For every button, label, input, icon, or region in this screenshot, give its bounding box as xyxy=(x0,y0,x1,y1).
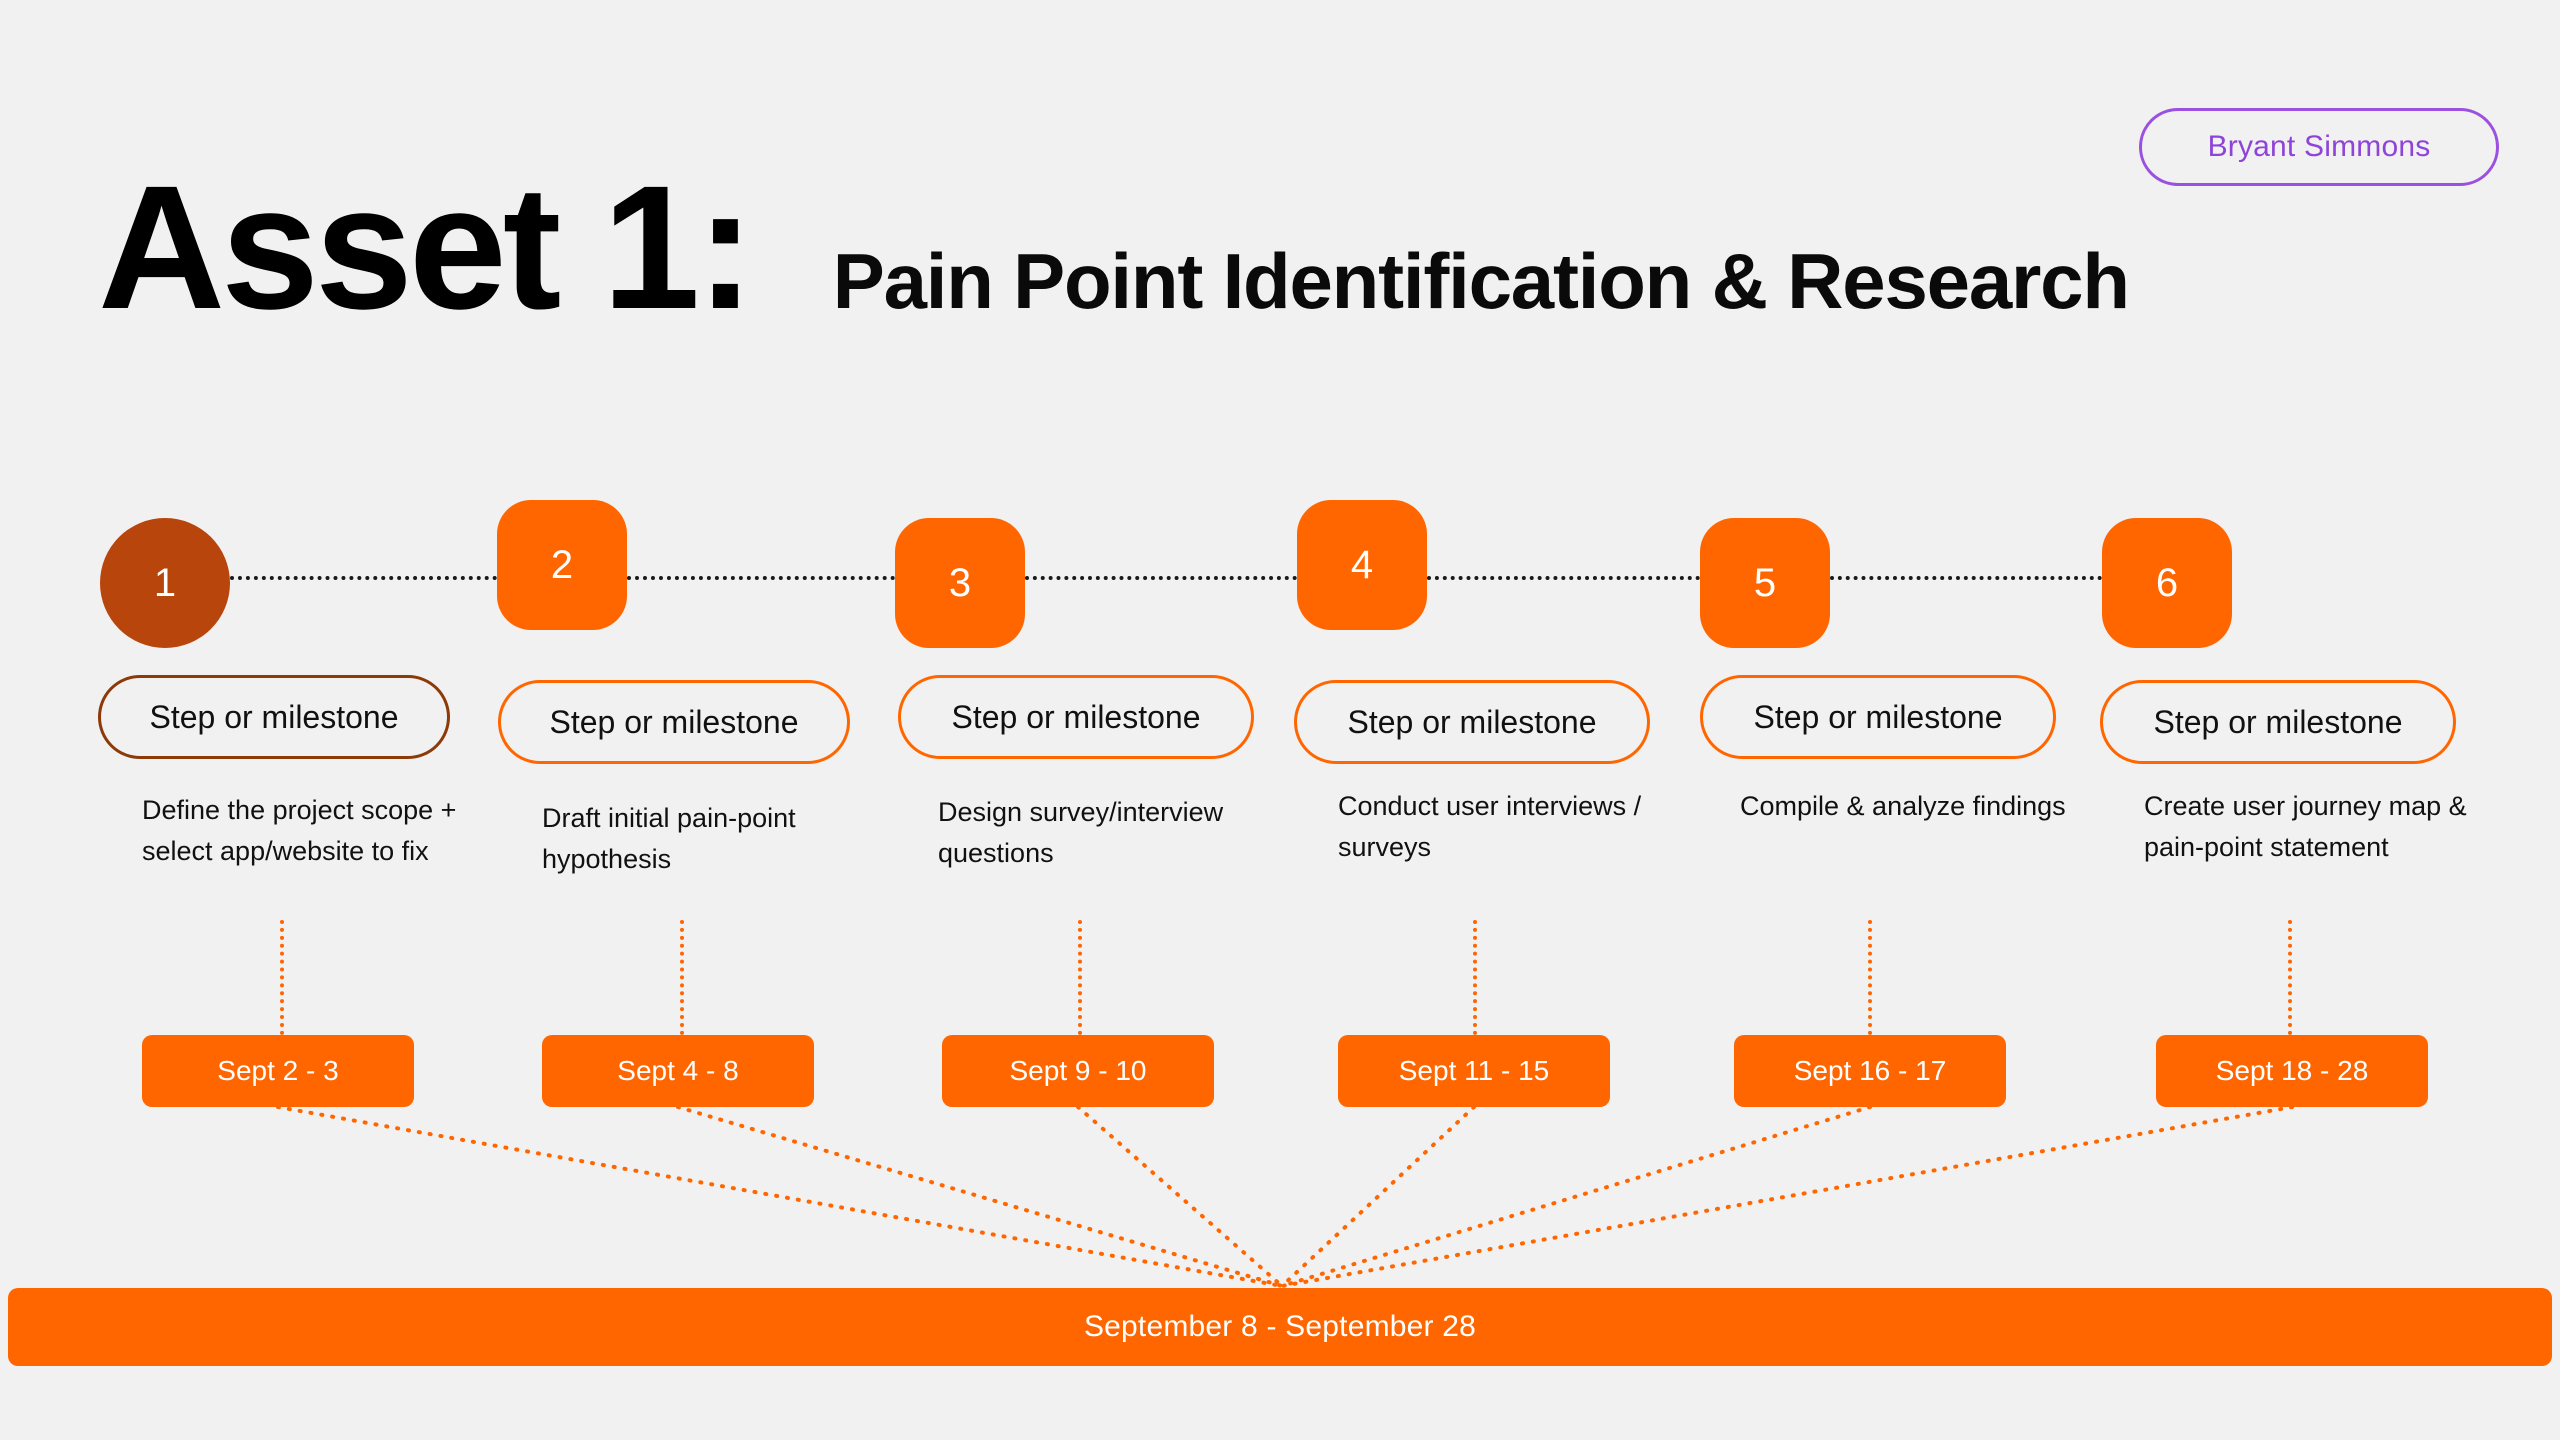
step-pill-label: Step or milestone xyxy=(1347,703,1597,740)
date-chip-4[interactable]: Sept 11 - 15 xyxy=(1338,1035,1610,1107)
timeline-connector-2 xyxy=(627,576,895,580)
step-pill-label: Step or milestone xyxy=(951,698,1201,735)
step-description-6: Create user journey map & pain-point sta… xyxy=(2144,791,2467,863)
step-pill-label: Step or milestone xyxy=(2153,703,2403,740)
date-chip-5[interactable]: Sept 16 - 17 xyxy=(1734,1035,2006,1107)
step-description-4: Conduct user interviews / surveys xyxy=(1338,791,1642,863)
step-marker-1[interactable]: 1 xyxy=(100,518,230,648)
step-pill-2[interactable]: Step or milestone xyxy=(498,680,850,764)
step-pill-1[interactable]: Step or milestone xyxy=(98,675,450,759)
step-pill-3[interactable]: Step or milestone xyxy=(898,675,1254,759)
step-pill-label: Step or milestone xyxy=(1753,698,2003,735)
step-marker-4[interactable]: 4 xyxy=(1297,500,1427,630)
step-drop-line-5 xyxy=(1868,920,1872,1035)
step-description-5: Compile & analyze findings xyxy=(1740,791,2066,821)
step-pill-label: Step or milestone xyxy=(549,703,799,740)
step-pill-4[interactable]: Step or milestone xyxy=(1294,680,1650,764)
summary-bar-label: September 8 - September 28 xyxy=(1083,1310,1477,1343)
step-marker-3[interactable]: 3 xyxy=(895,518,1025,648)
ray-4 xyxy=(1280,1105,1476,1288)
date-chip-label: Sept 18 - 28 xyxy=(2215,1055,2369,1086)
date-chip-3[interactable]: Sept 9 - 10 xyxy=(942,1035,1214,1107)
step-drop-line-3 xyxy=(1078,920,1082,1035)
date-chip-label: Sept 4 - 8 xyxy=(617,1055,739,1086)
date-chip-label: Sept 2 - 3 xyxy=(217,1055,339,1086)
title-subtitle: Pain Point Identification & Research xyxy=(832,237,2130,325)
date-chip-label: Sept 16 - 17 xyxy=(1793,1055,1947,1086)
step-pill-6[interactable]: Step or milestone xyxy=(2100,680,2456,764)
timeline-connector-5 xyxy=(1830,576,2102,580)
step-drop-line-2 xyxy=(680,920,684,1035)
date-chip-label: Sept 9 - 10 xyxy=(1009,1055,1147,1086)
date-chip-2[interactable]: Sept 4 - 8 xyxy=(542,1035,814,1107)
step-number: 3 xyxy=(948,560,972,605)
step-number: 6 xyxy=(2155,560,2179,605)
timeline-connector-4 xyxy=(1427,576,1700,580)
summary-bar[interactable]: September 8 - September 28 xyxy=(8,1288,2552,1366)
step-number: 1 xyxy=(153,560,177,605)
date-chip-1[interactable]: Sept 2 - 3 xyxy=(142,1035,414,1107)
step-number: 5 xyxy=(1753,560,1777,605)
timeline-connector-1 xyxy=(230,576,497,580)
step-description-3: Design survey/interview questions xyxy=(938,797,1224,869)
ray-2 xyxy=(676,1105,1284,1288)
step-drop-line-6 xyxy=(2288,920,2292,1035)
step-drop-line-1 xyxy=(280,920,284,1035)
step-number: 4 xyxy=(1350,542,1374,587)
step-number: 2 xyxy=(550,542,574,587)
author-badge-label: Bryant Simmons xyxy=(2207,130,2431,163)
step-marker-6[interactable]: 6 xyxy=(2102,518,2232,648)
timeline-connector-3 xyxy=(1025,576,1297,580)
date-chip-label: Sept 11 - 15 xyxy=(1398,1055,1550,1086)
step-pill-label: Step or milestone xyxy=(149,698,399,735)
title-main: Asset 1: xyxy=(98,150,755,346)
step-description-2: Draft initial pain-point hypothesis xyxy=(542,803,796,875)
page-title: Asset 1: Pain Point Identification & Res… xyxy=(98,150,2130,346)
step-marker-2[interactable]: 2 xyxy=(497,500,627,630)
ray-5 xyxy=(1280,1105,1872,1288)
ray-1 xyxy=(276,1105,1284,1288)
step-drop-line-4 xyxy=(1473,920,1477,1035)
date-chip-6[interactable]: Sept 18 - 28 xyxy=(2156,1035,2428,1107)
ray-3 xyxy=(1076,1105,1284,1288)
ray-6 xyxy=(1280,1105,2294,1288)
author-badge[interactable]: Bryant Simmons xyxy=(2139,108,2499,186)
step-marker-5[interactable]: 5 xyxy=(1700,518,1830,648)
step-pill-5[interactable]: Step or milestone xyxy=(1700,675,2056,759)
step-description-1: Define the project scope + select app/we… xyxy=(142,795,457,867)
